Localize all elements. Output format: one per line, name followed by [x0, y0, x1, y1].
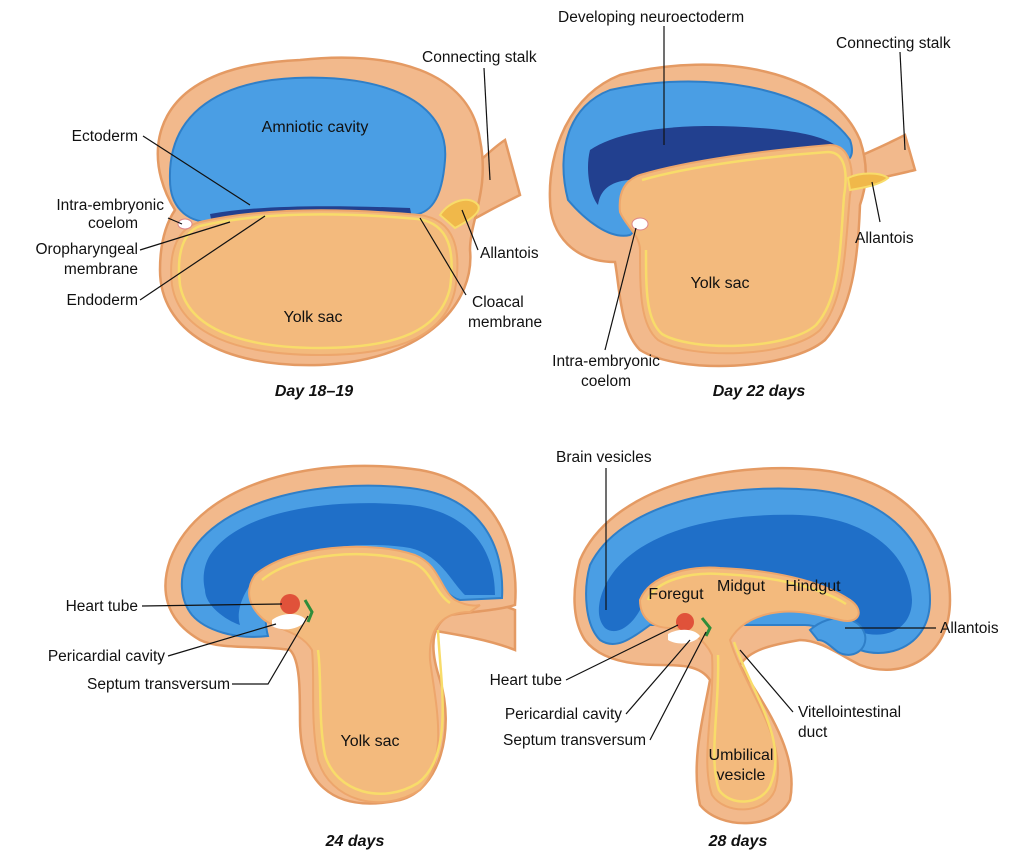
leader-allantois [461, 209, 479, 251]
leader-septum [232, 615, 309, 685]
gut-tube-4 [638, 566, 860, 811]
label-allantois-4: Allantois [940, 620, 999, 637]
septum-transversum-shape [303, 599, 314, 623]
label-allantois: Allantois [480, 245, 539, 262]
panel-day-18-19: Amniotic cavity Yolk sac Ectoderm Intra-… [35, 49, 542, 400]
leader-pericardial [167, 623, 277, 657]
label-midgut: Midgut [717, 578, 766, 595]
label-coelom-2a: Intra-embryonic [552, 353, 660, 370]
label-ectoderm: Ectoderm [72, 128, 138, 145]
label-heart-tube-4: Heart tube [490, 672, 562, 689]
label-septum-transversum: Septum transversum [87, 676, 230, 693]
amniotic-cavity-label: Amniotic cavity [262, 119, 369, 136]
label-brain-vesicles: Brain vesicles [556, 449, 652, 466]
endoderm-line [177, 213, 453, 350]
yolk-sac-label: Yolk sac [284, 309, 343, 326]
caption-day-18-19: Day 18–19 [275, 383, 353, 400]
label-hindgut: Hindgut [785, 578, 841, 595]
label-connecting-stalk-2: Connecting stalk [836, 35, 951, 52]
leader-allantois-2 [871, 181, 881, 223]
heart-tube-shape-4 [676, 613, 694, 631]
leader-stalk-2 [899, 51, 906, 151]
leader-stalk [483, 67, 491, 181]
label-foregut: Foregut [648, 586, 704, 603]
caption-24-days: 24 days [325, 833, 385, 850]
panel-28-days: Foregut Midgut Hindgut Umbilical vesicle… [490, 449, 999, 850]
leader-oropharyngeal [139, 221, 231, 251]
coelom-shape [177, 218, 193, 230]
heart-tube-shape [280, 594, 300, 614]
label-connecting-stalk: Connecting stalk [422, 49, 537, 66]
yolk-sac-shape-2 [618, 143, 853, 355]
caption-28-days: 28 days [708, 833, 768, 850]
yolk-sac-label-2: Yolk sac [691, 275, 750, 292]
leader-heart-tube [141, 603, 283, 607]
leader-endoderm [139, 215, 266, 301]
amniotic-cavity-shape [168, 76, 447, 224]
label-allantois-2: Allantois [855, 230, 914, 247]
label-oropharyngeal-2: membrane [64, 261, 138, 278]
label-oropharyngeal-1: Oropharyngeal [35, 241, 138, 258]
leader-cloacal [419, 217, 467, 296]
leader-vitello [739, 649, 794, 713]
endoderm-line-4 [646, 572, 847, 803]
septum-transversum-shape-4 [700, 617, 712, 637]
coelom-shape-2 [631, 217, 649, 231]
panel-day-22: Yolk sac Developing neuroectoderm Connec… [548, 9, 951, 400]
label-coelom-2: coelom [88, 215, 138, 232]
label-vitello-2: duct [798, 724, 828, 741]
yolk-sac-shape [170, 209, 459, 357]
pericardial-cavity-shape [272, 614, 306, 630]
label-cloacal-2: membrane [468, 314, 542, 331]
panel-24-days: Yolk sac Heart tube Pericardial cavity S… [48, 464, 517, 850]
label-pericardial-cavity: Pericardial cavity [48, 648, 165, 665]
leader-ectoderm [142, 135, 251, 206]
label-endoderm: Endoderm [66, 292, 138, 309]
leader-heart-tube-4 [565, 624, 679, 681]
leader-coelom-2 [604, 227, 637, 351]
leader-coelom [167, 217, 183, 225]
label-pericardial-cavity-4: Pericardial cavity [505, 706, 622, 723]
endoderm-line-2 [641, 150, 847, 348]
label-cloacal-1: Cloacal [472, 294, 524, 311]
label-septum-transversum-4: Septum transversum [503, 732, 646, 749]
allantois-shape-2 [846, 172, 890, 192]
caption-day-22: Day 22 days [713, 383, 806, 400]
amnion-dark-3 [203, 503, 495, 625]
label-heart-tube: Heart tube [66, 598, 138, 615]
label-coelom-1: Intra-embryonic [56, 197, 164, 214]
allantois-shape [438, 198, 480, 230]
yolk-sac-label-3: Yolk sac [341, 733, 400, 750]
label-vitello-1: Vitellointestinal [798, 704, 901, 721]
label-umbilical-1: Umbilical [709, 747, 774, 764]
pericardial-cavity-shape-4 [668, 629, 700, 644]
label-umbilical-2: vesicle [717, 767, 766, 784]
label-coelom-2b: coelom [581, 373, 631, 390]
hindgut-loop-4 [808, 617, 867, 656]
leader-septum-4 [649, 631, 707, 741]
leader-pericardial-4 [625, 639, 691, 715]
yolk-sac-shape-3 [248, 545, 481, 804]
endoderm-line-3 [261, 552, 451, 795]
label-neuroectoderm: Developing neuroectoderm [558, 9, 744, 26]
